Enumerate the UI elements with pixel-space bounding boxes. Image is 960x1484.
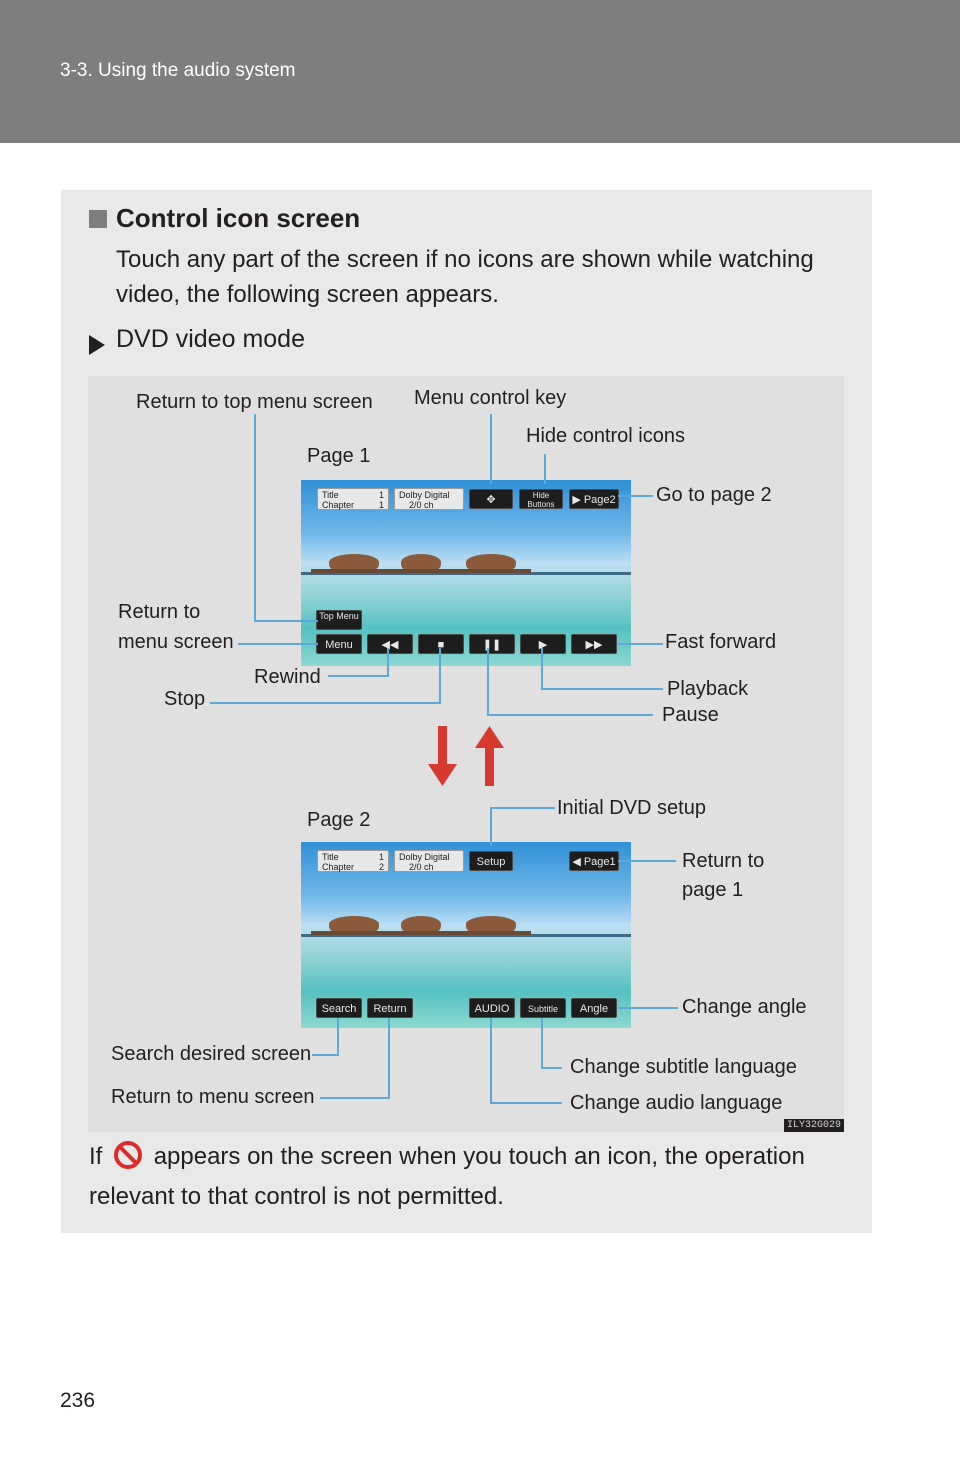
section-title: Control icon screen xyxy=(116,203,361,233)
leader-search xyxy=(312,1018,339,1056)
figure-code: ILY32G029 xyxy=(783,1119,844,1132)
dvd-control-figure: Title 1 Chapter 1 Dolby Digital 2/0 ch ✥… xyxy=(88,376,844,1132)
mode-heading: DVD video mode xyxy=(116,325,305,353)
title-chapter-display[interactable]: Title 1 Chapter 1 xyxy=(317,488,389,510)
callout-hide-icons: Hide control icons xyxy=(526,425,685,447)
callout-return-menu-2: menu screen xyxy=(118,631,234,653)
page1-label: Page1 xyxy=(583,856,616,868)
menu-control-key-button[interactable]: ✥ xyxy=(469,489,513,509)
dolby-display[interactable]: Dolby Digital 2/0 ch xyxy=(394,488,464,510)
callout-stop: Stop xyxy=(164,688,206,710)
title-number: 1 xyxy=(378,490,384,500)
callout-fast-forward: Fast forward xyxy=(665,631,777,653)
callout-return-top-menu: Return to top menu screen xyxy=(136,391,373,413)
callout-search-screen: Search desired screen xyxy=(111,1043,312,1065)
subtitle-button[interactable]: Subtitle xyxy=(520,998,566,1018)
callout-change-subtitle: Change subtitle language xyxy=(570,1056,797,1078)
leader-pause xyxy=(487,648,653,716)
search-button[interactable]: Search xyxy=(316,998,362,1018)
leader-initial-setup xyxy=(490,807,555,846)
section-bullet-icon xyxy=(89,210,107,228)
dolby-label: Dolby Digital xyxy=(399,852,450,862)
up-arrow-icon xyxy=(485,746,494,786)
rewind-button[interactable]: ◀◀ xyxy=(367,634,413,654)
return-button[interactable]: Return xyxy=(367,998,413,1018)
title-label: Title xyxy=(322,490,339,500)
callout-menu-control: Menu control key xyxy=(414,387,567,409)
page-switch-arrows xyxy=(428,726,504,786)
leader-stop xyxy=(210,648,441,704)
leader-return-menu-2 xyxy=(320,1018,390,1099)
page2-label: Page 2 xyxy=(307,809,371,831)
callout-return-page1-1: Return to xyxy=(682,850,765,872)
page-number: 236 xyxy=(60,1389,96,1412)
leader-return-top-menu xyxy=(254,414,318,622)
leader-rewind xyxy=(328,648,389,677)
setup-button[interactable]: Setup xyxy=(469,851,513,871)
leader-change-audio xyxy=(490,1018,562,1104)
callout-initial-setup: Initial DVD setup xyxy=(557,797,706,819)
callout-playback: Playback xyxy=(667,678,749,700)
prohibited-icon xyxy=(113,1140,143,1180)
page-header: 3-3. Using the audio system xyxy=(0,0,960,143)
page2-label: Page2 xyxy=(583,494,616,506)
callout-pause: Pause xyxy=(662,704,719,726)
chapter-label: Chapter xyxy=(322,862,355,872)
section-intro: Touch any part of the screen if no icons… xyxy=(116,246,814,308)
leader-change-subtitle xyxy=(541,1018,562,1069)
note-before: If xyxy=(89,1143,103,1170)
callout-return-page1-2: page 1 xyxy=(682,879,744,901)
down-arrow-icon xyxy=(438,726,447,766)
page1-button[interactable]: ◀ Page1 xyxy=(569,851,619,871)
hide-buttons-button[interactable]: Hide Buttons xyxy=(519,489,563,509)
title-label: Title xyxy=(322,852,339,862)
play-arrow-icon xyxy=(89,335,105,355)
callout-change-angle: Change angle xyxy=(682,996,807,1018)
title-number: 1 xyxy=(378,852,384,862)
callout-go-page2: Go to page 2 xyxy=(656,484,772,506)
callout-return-menu: Return to menu screen xyxy=(111,1086,315,1108)
page1-screen: Title 1 Chapter 1 Dolby Digital 2/0 ch ✥… xyxy=(301,480,631,666)
fast-forward-button[interactable]: ▶▶ xyxy=(571,634,617,654)
chapter-number: 2 xyxy=(378,862,384,872)
callout-change-audio: Change audio language xyxy=(570,1092,783,1114)
dolby-channel: 2/0 ch xyxy=(409,500,434,510)
dolby-label: Dolby Digital xyxy=(399,490,450,500)
title-chapter-display[interactable]: Title 1 Chapter 2 xyxy=(317,850,389,872)
leader-playback xyxy=(541,648,663,690)
dolby-display[interactable]: Dolby Digital 2/0 ch xyxy=(394,850,464,872)
page2-button[interactable]: ▶ Page2 xyxy=(569,489,619,509)
note-after: appears on the screen when you touch an … xyxy=(89,1143,805,1210)
section-breadcrumb: 3-3. Using the audio system xyxy=(60,60,296,81)
angle-button[interactable]: Angle xyxy=(571,998,617,1018)
note-text: If appears on the screen when you touch … xyxy=(89,1140,869,1214)
chapter-label: Chapter xyxy=(322,500,355,510)
leader-lines xyxy=(210,414,678,1104)
audio-button[interactable]: AUDIO xyxy=(469,998,515,1018)
dolby-channel: 2/0 ch xyxy=(409,862,434,872)
page2-screen: Title 1 Chapter 2 Dolby Digital 2/0 ch S… xyxy=(301,842,631,1028)
callout-return-menu-1: Return to xyxy=(118,601,201,623)
callout-rewind: Rewind xyxy=(254,666,321,688)
page1-label: Page 1 xyxy=(307,445,371,467)
chapter-number: 1 xyxy=(378,500,384,510)
